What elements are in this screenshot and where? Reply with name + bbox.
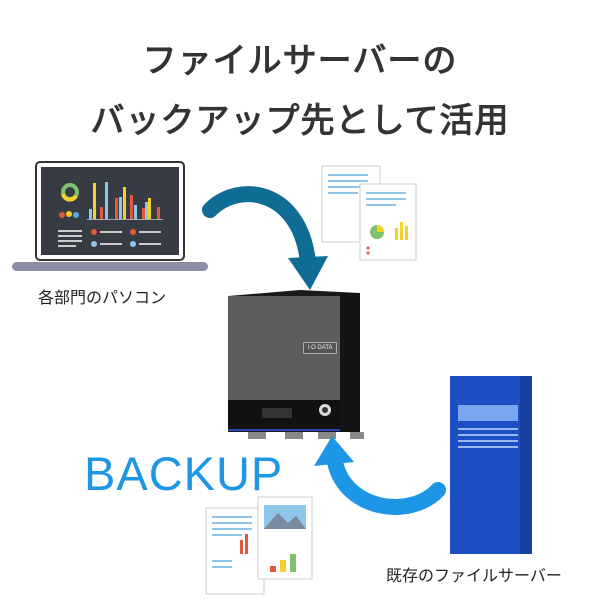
pc-label: 各部門のパソコン (38, 288, 167, 307)
arrow-to-nas-icon (202, 186, 328, 290)
arrow-from-server-icon (314, 436, 446, 515)
laptop-icon (12, 161, 208, 271)
server-label: 既存のファイルサーバー (386, 566, 562, 585)
file-server-icon (450, 376, 532, 554)
nas-device-icon (228, 290, 364, 439)
title-line-2: バックアップ先として活用 (90, 101, 510, 141)
documents-icon-bottom (205, 496, 313, 595)
documents-icon (321, 165, 417, 261)
title-line-1: ファイルサーバーの (142, 41, 458, 81)
backup-label: BACKUP (84, 447, 284, 500)
nas-logo: I·O DATA (303, 342, 337, 354)
